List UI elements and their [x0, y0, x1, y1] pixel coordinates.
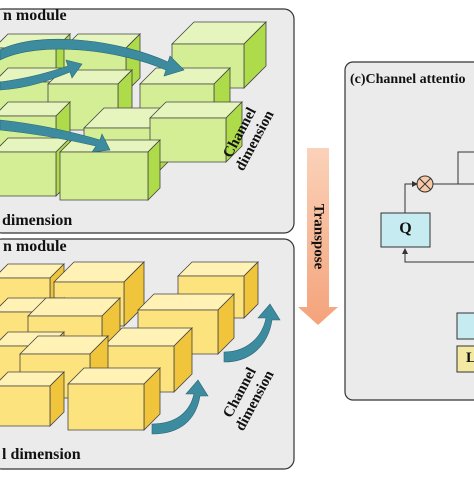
teal-box — [456, 312, 474, 340]
flow-arrow-2 — [0, 59, 83, 91]
cube-front-face — [0, 385, 51, 427]
cube-top-face — [137, 293, 235, 311]
spatial-dimension-label: dimension — [2, 212, 73, 229]
l-box — [456, 345, 474, 373]
l-label: L — [466, 350, 474, 366]
spatial-flow-arrows — [0, 38, 185, 153]
channel-attention-title: (c)Channel attentio — [350, 72, 466, 87]
transpose-label: Transpose — [310, 203, 327, 270]
cube-front-face — [149, 117, 227, 163]
flow-arrow-1 — [0, 38, 185, 77]
multiply-icon — [418, 177, 432, 191]
q-box — [380, 212, 431, 248]
transpose-arrow — [298, 148, 338, 325]
curve-arrow-2 — [151, 379, 209, 435]
cube-front-face — [0, 151, 57, 197]
curve-arrow-1 — [223, 303, 281, 363]
q-label: Q — [399, 220, 412, 237]
channel-module-title: n module — [3, 238, 67, 255]
edge-q-up — [404, 181, 418, 213]
channel-panel-dimension-label: l dimension — [2, 446, 81, 463]
edge-branch-up — [457, 151, 474, 184]
cube-front-face — [67, 383, 145, 431]
spatial-module-title: n module — [3, 7, 67, 24]
cube-front-face — [59, 151, 149, 201]
flow-arrow-3 — [0, 119, 111, 153]
edge-feedback — [402, 248, 474, 263]
cube-grid-yellow — [0, 261, 259, 431]
channel-flow-arrows — [151, 303, 281, 435]
